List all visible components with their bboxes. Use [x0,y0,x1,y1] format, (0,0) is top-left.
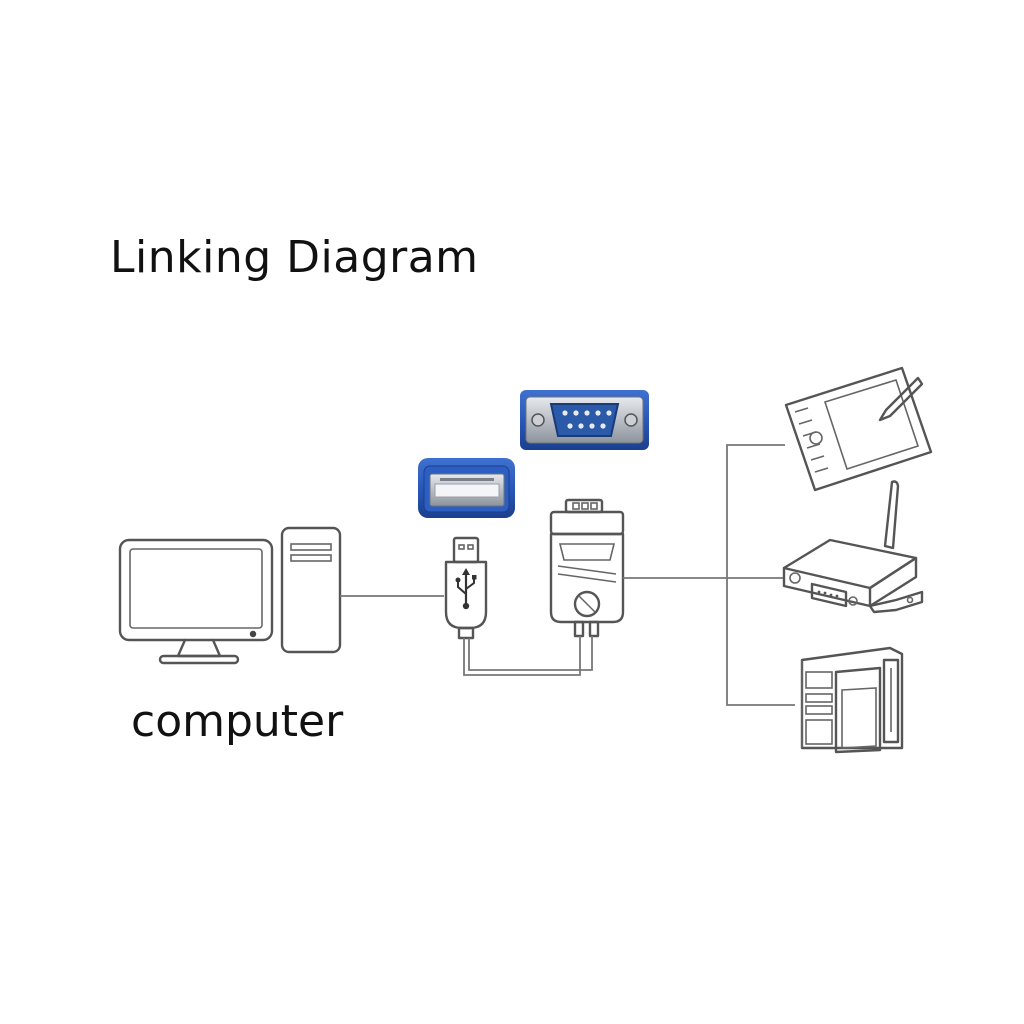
drawing-tablet-icon [784,366,933,492]
usb-a-photo-icon [418,458,515,518]
usb-plug-icon [444,536,488,640]
usb-db9-wire [463,636,581,676]
monitor-icon [118,538,274,665]
diagram-title: Linking Diagram [110,232,479,283]
db9-photo-icon [520,390,649,450]
pc-tower-icon [280,526,342,654]
printer-icon [800,646,904,754]
device-bus-wire [726,444,795,706]
db9-connector-icon [549,498,625,638]
computer-label: computer [131,696,344,747]
router-icon [782,480,924,614]
usb-symbol-icon [455,568,477,610]
